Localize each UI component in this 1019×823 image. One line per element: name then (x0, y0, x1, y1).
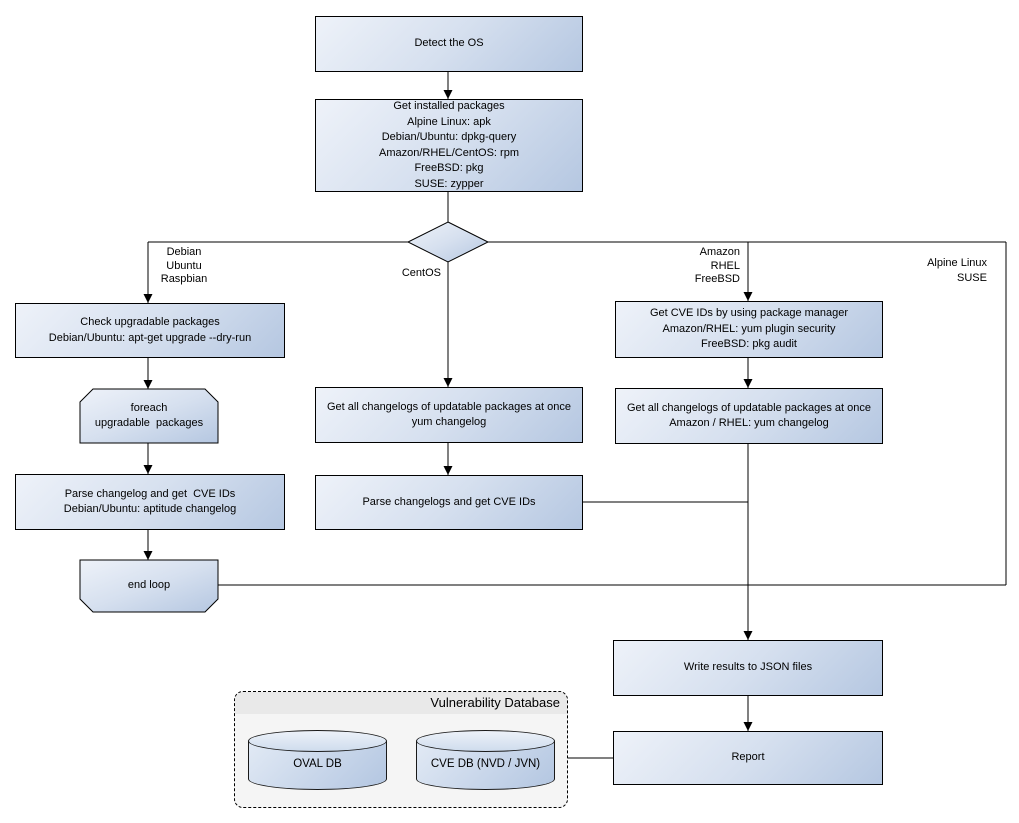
branch-label-line: Raspbian (160, 273, 208, 285)
node-foreach-upgradable: foreach upgradable packages (80, 389, 218, 443)
node-label: Report (731, 751, 765, 764)
node-label: Amazon/RHEL: yum plugin security (662, 322, 836, 335)
oval-db-label: OVAL DB (293, 758, 342, 770)
node-label: Debian/Ubuntu: apt-get upgrade --dry-run (48, 331, 252, 344)
node-parse-changelog: Parse changelog and get CVE IDs Debian/U… (15, 474, 285, 530)
branch-label-line: Ubuntu (166, 259, 202, 272)
cylinder-top-icon (248, 730, 387, 752)
node-label: Detect the OS (414, 37, 484, 50)
node-label: Amazon/RHEL/CentOS: rpm (379, 146, 519, 159)
node-end-loop: end loop (80, 560, 218, 612)
node-label: Write results to JSON files (683, 661, 813, 674)
node-label: Alpine Linux: apk (407, 115, 491, 128)
branch-label-line: FreeBSD (694, 273, 740, 285)
node-label: yum changelog (411, 416, 487, 428)
branch-label-debian: Debian Ubuntu Raspbian (152, 246, 216, 287)
node-label: Get all changelogs of updatable packages… (326, 400, 571, 413)
flow-connectors (143, 72, 1007, 759)
os-decision-diamond (406, 221, 490, 263)
branch-label-centos: CentOS (381, 267, 441, 281)
oval-db-cylinder: OVAL DB (248, 730, 387, 790)
node-label: upgradable packages (94, 417, 204, 429)
end-loop-shape (79, 559, 219, 613)
branch-label-line: Debian (166, 246, 202, 258)
node-label: end loop (127, 579, 171, 592)
node-label: Parse changelogs and get CVE IDs (362, 495, 536, 508)
node-write-results: Write results to JSON files (613, 640, 883, 696)
node-parse-changelogs: Parse changelogs and get CVE IDs (315, 475, 583, 530)
node-report: Report (613, 731, 883, 785)
node-label: FreeBSD: pkg audit (701, 338, 797, 351)
vulnerability-db-title: Vulnerability Database (235, 692, 567, 714)
node-cve-pkg-manager: Get CVE IDs by using package manager Ama… (615, 301, 883, 358)
node-label: Debian/Ubuntu: dpkg-query (381, 131, 517, 143)
branch-label-line: Amazon (699, 246, 740, 258)
node-label: Debian/Ubuntu: aptitude changelog (63, 503, 237, 515)
node-label: Get CVE IDs by using package manager (649, 307, 849, 320)
branch-label-line: RHEL (710, 259, 740, 272)
cve-db-cylinder: CVE DB (NVD / JVN) (416, 730, 555, 790)
branch-label-alpine: Alpine Linux SUSE (898, 256, 987, 286)
branch-label-line: Alpine Linux (927, 257, 987, 269)
node-changelogs-yum: Get all changelogs of updatable packages… (315, 387, 583, 443)
foreach-loop-shape (79, 388, 219, 444)
node-label: Get all changelogs of updatable packages… (626, 401, 871, 414)
node-label: FreeBSD: pkg (414, 162, 484, 174)
branch-label-line: CentOS (401, 267, 441, 279)
node-label: Check upgradable packages (80, 316, 220, 328)
node-label: Amazon / RHEL: yum changelog (669, 417, 829, 429)
node-label: Parse changelog and get CVE IDs (64, 487, 236, 500)
node-get-installed-packages: Get installed packages Alpine Linux: apk… (315, 99, 583, 192)
node-detect-os: Detect the OS (315, 16, 583, 72)
cve-db-label: CVE DB (NVD / JVN) (430, 758, 541, 770)
branch-label-line: SUSE (957, 272, 987, 284)
node-label: foreach (130, 401, 168, 414)
cylinder-top-icon (416, 730, 555, 752)
node-changelogs-amazon: Get all changelogs of updatable packages… (615, 388, 883, 444)
branch-label-amazon: Amazon RHEL FreeBSD (658, 246, 740, 287)
node-label: Get installed packages (393, 100, 505, 112)
node-check-upgradable: Check upgradable packages Debian/Ubuntu:… (15, 303, 285, 358)
node-label: SUSE: zypper (414, 177, 484, 190)
